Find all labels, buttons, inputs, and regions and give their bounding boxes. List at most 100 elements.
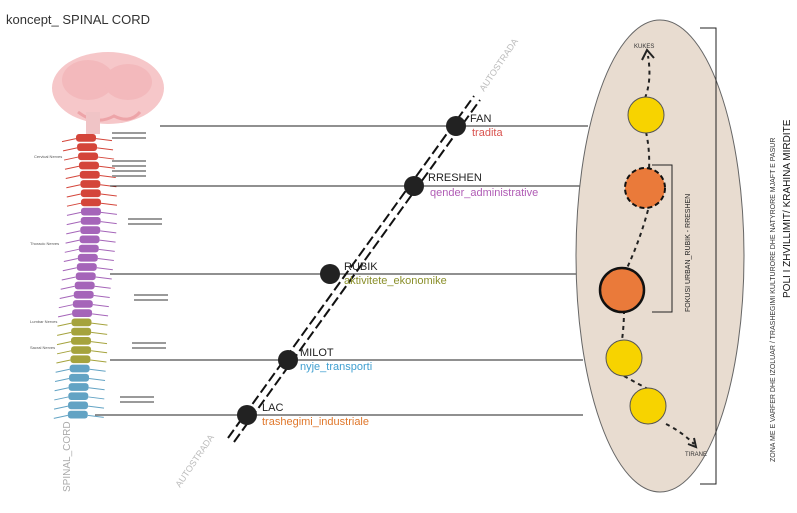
- station-lac-subtitle: trashegimi_industriale: [262, 416, 369, 428]
- spine-label: SPINAL_CORD: [62, 421, 73, 492]
- annotation-line: [112, 132, 146, 134]
- nerve-branch: [57, 342, 71, 345]
- nerve-branch: [54, 397, 68, 400]
- station-milot-subtitle: nyje_transporti: [300, 361, 372, 373]
- annotation-line: [134, 299, 168, 301]
- nerve-branch: [63, 268, 77, 271]
- nerve-branch: [97, 268, 113, 270]
- nerve-branch: [95, 286, 111, 288]
- annotation-line: [112, 175, 146, 177]
- vertebra: [78, 152, 98, 160]
- node-lac: [630, 388, 666, 424]
- nerve-branch: [66, 176, 80, 179]
- nerve-branch: [93, 305, 109, 307]
- station-fan-name: FAN: [470, 113, 491, 125]
- vertebra: [69, 383, 89, 391]
- nerve-branch: [61, 286, 75, 289]
- vertebra: [70, 365, 90, 373]
- vertebra: [81, 208, 101, 216]
- nerve-branch: [63, 148, 77, 151]
- vertebra: [80, 171, 100, 179]
- nerve-branch: [54, 415, 68, 418]
- nerve-branch: [96, 277, 112, 279]
- vertebra: [75, 282, 95, 290]
- vertebra: [71, 328, 91, 336]
- nerve-branch: [96, 139, 112, 141]
- fokus-label: FOKUSI URBAN_RUBIK - RRESHEN: [685, 194, 692, 312]
- annotation-line: [112, 165, 146, 167]
- vertebra: [77, 263, 97, 271]
- vertebra: [72, 309, 92, 317]
- annotation-thoracic: Thoracic Nerves: [30, 241, 59, 246]
- nerve-branch: [59, 305, 73, 308]
- nerve-branch: [56, 360, 70, 363]
- nerve-branch: [65, 249, 79, 252]
- nerve-branch: [98, 259, 114, 261]
- station-rubik-name: RUBIK: [344, 261, 378, 273]
- ellipse-bottom-label: TIRANE: [685, 452, 707, 458]
- nerve-branch: [57, 332, 71, 335]
- spine-annotations: Cervical Nerves Thoracic Nerves Lumbar N…: [30, 154, 62, 350]
- vertebra: [68, 402, 88, 410]
- nerve-branch: [55, 378, 69, 381]
- vertebra: [79, 245, 99, 253]
- nerve-branch: [92, 323, 108, 325]
- ellipse-top-label: KUKES: [634, 44, 654, 50]
- vertebra: [80, 180, 100, 188]
- station-rreshen-subtitle: qender_administrative: [430, 187, 538, 199]
- vertebra: [78, 254, 98, 262]
- nerve-branch: [66, 185, 80, 188]
- vertebra: [71, 346, 91, 354]
- nerve-branch: [55, 388, 69, 391]
- vertebra: [81, 189, 101, 197]
- vertebra: [76, 272, 96, 280]
- annotation-line: [132, 342, 166, 344]
- brain-illustration: [52, 52, 164, 134]
- nerve-branch: [92, 314, 108, 316]
- nerve-branch: [56, 369, 70, 372]
- nerve-branch: [67, 194, 81, 197]
- nerve-branch: [94, 295, 110, 297]
- nerve-branch: [91, 351, 107, 353]
- nerve-branch: [67, 203, 81, 206]
- vertebra: [76, 134, 96, 142]
- nerve-branch: [100, 231, 116, 233]
- nerve-branch: [64, 259, 78, 262]
- nerve-branch: [90, 360, 106, 362]
- annotation-line: [120, 401, 154, 403]
- annotation-line: [112, 137, 146, 139]
- annotation-cervical: Cervical Nerves: [34, 154, 62, 159]
- station-rubik-subtitle: aktivitete_ekonomike: [344, 275, 447, 287]
- nerve-branch: [62, 277, 76, 280]
- nerve-branch: [60, 295, 74, 298]
- vertebra: [68, 411, 88, 419]
- nerve-branch: [101, 203, 117, 205]
- nerve-branch: [62, 139, 76, 142]
- nerve-branch: [89, 388, 105, 390]
- nerve-branch: [97, 148, 113, 150]
- nerve-branch: [100, 240, 116, 242]
- autostrada-label-top: AUTOSTRADA: [477, 37, 520, 93]
- annotation-line: [120, 396, 154, 398]
- nerve-branch: [54, 406, 68, 409]
- annotation-lumbar: Lumbar Nerves: [30, 319, 57, 324]
- nerve-branch: [66, 231, 80, 234]
- station-fan-subtitle: tradita: [472, 127, 503, 139]
- nerve-branch: [91, 332, 107, 334]
- station-milot-name: MILOT: [300, 347, 334, 359]
- station-lac-name: LAC: [262, 402, 283, 414]
- nerve-branch: [88, 415, 104, 417]
- nerve-branch: [101, 212, 117, 214]
- nerve-branch: [90, 369, 106, 371]
- annotation-line: [112, 170, 146, 172]
- nerve-branch: [89, 378, 105, 380]
- nerve-branch: [91, 342, 107, 344]
- vertebra: [74, 291, 94, 299]
- nerve-branch: [65, 166, 79, 169]
- region-ellipse: [576, 20, 744, 492]
- vertebra: [80, 235, 100, 243]
- annotation-sacral: Sacral Nerves: [30, 345, 55, 350]
- autostrada-label-bottom: AUTOSTRADA: [173, 433, 216, 489]
- nerve-branch: [101, 194, 117, 196]
